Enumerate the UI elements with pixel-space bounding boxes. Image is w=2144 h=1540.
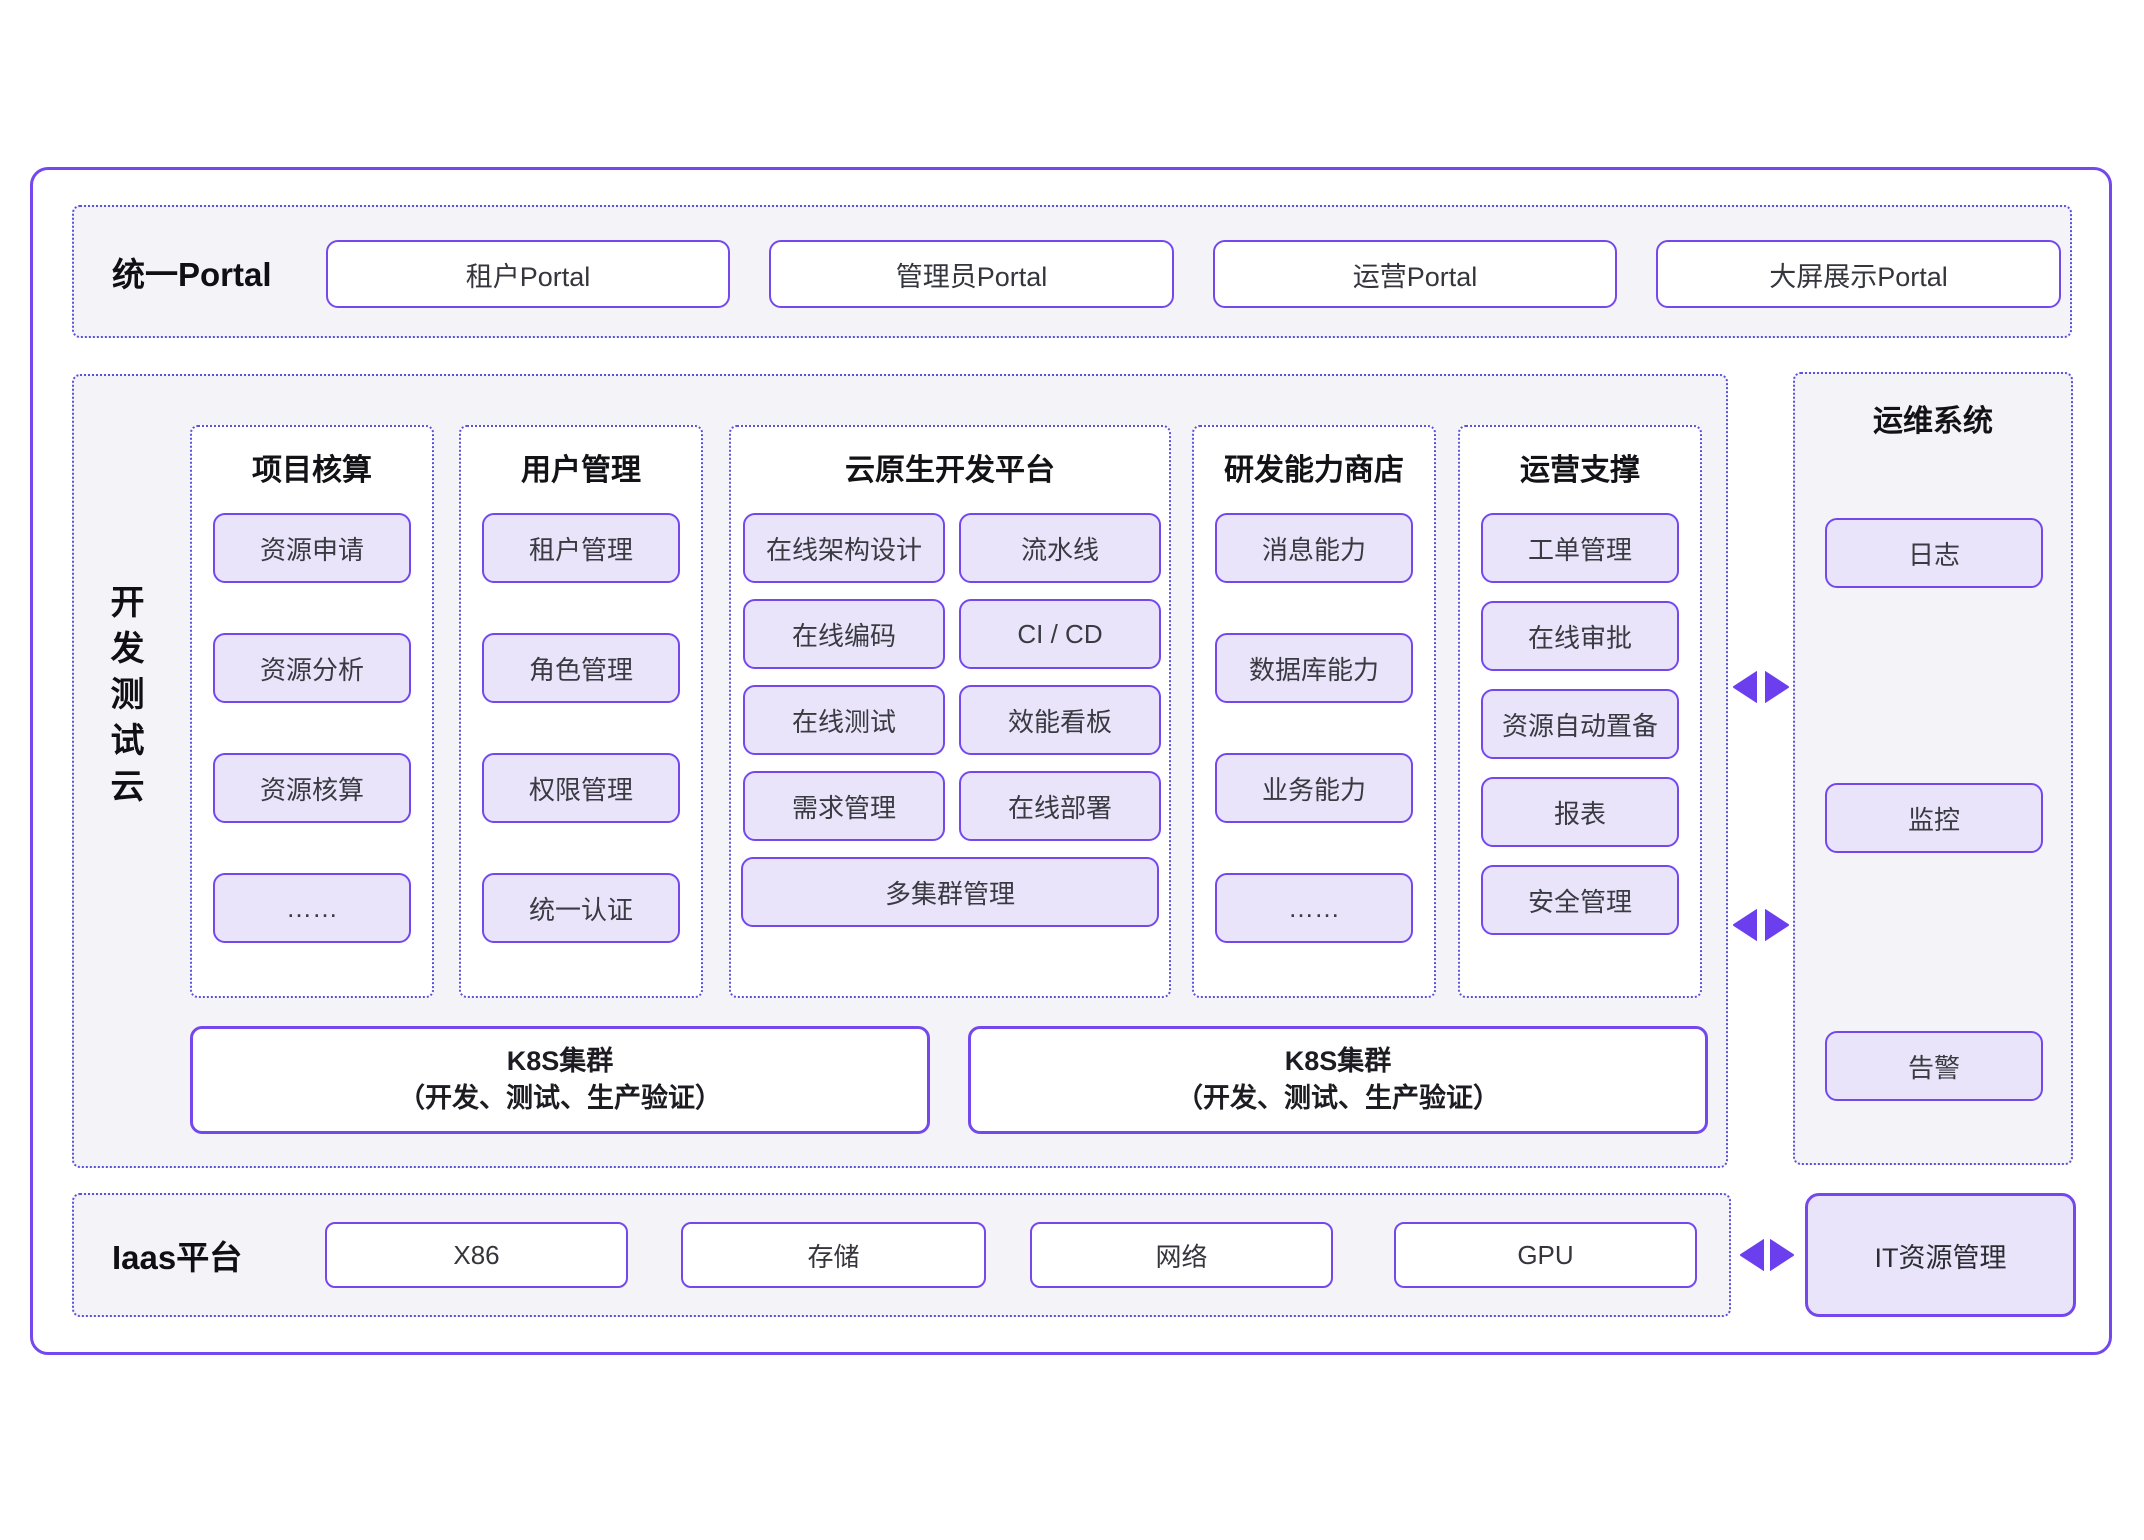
column-title: 用户管理 [521, 454, 641, 487]
arrow-left-icon [1740, 1239, 1764, 1271]
feature-box: 租户管理 [482, 513, 680, 583]
feature-box: 权限管理 [482, 753, 680, 823]
feature-box: 资源自动置备 [1481, 689, 1679, 759]
feature-box: 业务能力 [1215, 753, 1413, 823]
column-operation-support: 运营支撑 工单管理 在线审批 资源自动置备 报表 安全管理 [1458, 425, 1702, 998]
column-items: 资源申请 资源分析 资源核算 …… [213, 513, 411, 943]
feature-box: 资源分析 [213, 633, 411, 703]
left-right-arrows-icon [1740, 1239, 1794, 1271]
dev-test-cloud-label: 开发测试云 [105, 584, 143, 814]
portal-box-tenant: 租户Portal [326, 240, 730, 308]
feature-box: 效能看板 [959, 685, 1161, 755]
feature-box: 统一认证 [482, 873, 680, 943]
feature-box: 数据库能力 [1215, 633, 1413, 703]
column-title: 运营支撑 [1520, 454, 1640, 487]
feature-box: …… [213, 873, 411, 943]
feature-box: 资源核算 [213, 753, 411, 823]
column-capability-store: 研发能力商店 消息能力 数据库能力 业务能力 …… [1192, 425, 1436, 998]
feature-box: …… [1215, 873, 1413, 943]
column-title: 云原生开发平台 [845, 454, 1055, 487]
feature-box: 在线审批 [1481, 601, 1679, 671]
feature-box: 角色管理 [482, 633, 680, 703]
iaas-section-title: Iaas平台 [112, 1239, 243, 1276]
portal-box-admin: 管理员Portal [769, 240, 1174, 308]
arrow-left-icon [1733, 909, 1757, 941]
arrow-right-icon [1770, 1239, 1794, 1271]
feature-box: 在线架构设计 [743, 513, 945, 583]
feature-box: 消息能力 [1215, 513, 1413, 583]
left-right-arrows-icon [1733, 909, 1789, 941]
column-user-management: 用户管理 租户管理 角色管理 权限管理 统一认证 [459, 425, 703, 998]
ops-box-alert: 告警 [1825, 1031, 2043, 1101]
column-project-accounting: 项目核算 资源申请 资源分析 资源核算 …… [190, 425, 434, 998]
feature-box: 在线部署 [959, 771, 1161, 841]
k8s-cluster-title: K8S集群 [506, 1046, 614, 1076]
feature-box: 在线编码 [743, 599, 945, 669]
k8s-cluster-box: K8S集群 （开发、测试、生产验证） [968, 1026, 1708, 1134]
feature-box: 安全管理 [1481, 865, 1679, 935]
portal-box-operation: 运营Portal [1213, 240, 1617, 308]
ops-system-title: 运维系统 [1873, 405, 1993, 438]
iaas-box-storage: 存储 [681, 1222, 986, 1288]
column-items: 工单管理 在线审批 资源自动置备 报表 安全管理 [1481, 513, 1679, 935]
feature-box: 需求管理 [743, 771, 945, 841]
column-title: 项目核算 [252, 454, 372, 487]
k8s-cluster-subtitle: （开发、测试、生产验证） [1176, 1083, 1500, 1113]
arrow-left-icon [1733, 671, 1757, 703]
arrow-right-icon [1765, 671, 1789, 703]
portal-box-bigscreen: 大屏展示Portal [1656, 240, 2061, 308]
k8s-cluster-subtitle: （开发、测试、生产验证） [398, 1083, 722, 1113]
feature-box: 工单管理 [1481, 513, 1679, 583]
column-title: 研发能力商店 [1224, 454, 1404, 487]
arrow-right-icon [1765, 909, 1789, 941]
feature-box: CI / CD [959, 599, 1161, 669]
k8s-cluster-title: K8S集群 [1284, 1046, 1392, 1076]
multi-cluster-box: 多集群管理 [741, 857, 1159, 927]
column-cloudnative-platform: 云原生开发平台 在线架构设计 流水线 在线编码 CI / CD 在线测试 效能看… [729, 425, 1171, 998]
column-items: 消息能力 数据库能力 业务能力 …… [1215, 513, 1413, 943]
feature-box: 资源申请 [213, 513, 411, 583]
column-items: 租户管理 角色管理 权限管理 统一认证 [482, 513, 680, 943]
iaas-box-x86: X86 [325, 1222, 628, 1288]
iaas-box-network: 网络 [1030, 1222, 1333, 1288]
k8s-cluster-box: K8S集群 （开发、测试、生产验证） [190, 1026, 930, 1134]
feature-box: 流水线 [959, 513, 1161, 583]
portal-section-title: 统一Portal [112, 255, 272, 293]
ops-box-monitor: 监控 [1825, 783, 2043, 853]
column-items-grid: 在线架构设计 流水线 在线编码 CI / CD 在线测试 效能看板 需求管理 在… [743, 513, 1161, 841]
feature-box: 报表 [1481, 777, 1679, 847]
ops-box-log: 日志 [1825, 518, 2043, 588]
left-right-arrows-icon [1733, 671, 1789, 703]
it-resource-box: IT资源管理 [1805, 1193, 2076, 1317]
feature-box: 在线测试 [743, 685, 945, 755]
iaas-box-gpu: GPU [1394, 1222, 1697, 1288]
